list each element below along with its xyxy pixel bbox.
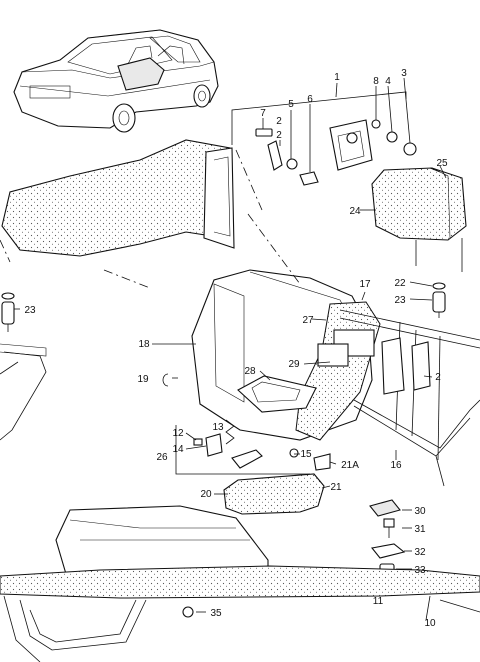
seatback-frame	[317, 309, 480, 487]
latch-hardware	[255, 77, 417, 186]
callout-label: 3	[401, 68, 407, 79]
callout-label: 2	[435, 372, 441, 383]
callout-label: 19	[137, 374, 149, 385]
callout-label: 17	[359, 279, 371, 290]
callout-label: 20	[200, 489, 212, 500]
car-illustration	[13, 29, 219, 133]
callout-label: 7	[260, 108, 266, 119]
callout-label: 18	[138, 339, 150, 350]
callout-label: 32	[414, 547, 426, 558]
callout-label: 10	[424, 618, 436, 629]
plug-parts-right	[432, 282, 446, 318]
right-hardware	[369, 499, 406, 577]
callout-label: 21A	[341, 460, 359, 471]
callout-label: 26	[156, 452, 168, 463]
callout-label: 14	[172, 444, 184, 455]
callout-label: 2	[276, 116, 282, 127]
callout-label: 30	[414, 506, 426, 517]
callout-label: 24	[349, 206, 361, 217]
callout-label: 35	[210, 608, 222, 619]
callout-label: 4	[385, 76, 391, 87]
leader-lines	[14, 167, 441, 613]
callout-label: 31	[414, 524, 426, 535]
callout-label: 25	[436, 158, 448, 169]
callout-label: 11	[373, 596, 384, 607]
armrest-cover	[1, 139, 235, 257]
armrest	[223, 473, 325, 515]
callout-label: 22	[394, 278, 406, 289]
callout-label: 23	[24, 305, 36, 316]
callout-label: 29	[288, 359, 300, 370]
callout-label: 27	[302, 315, 314, 326]
bracket-hardware	[175, 419, 331, 475]
callout-label: 15	[300, 449, 312, 460]
tray	[237, 375, 317, 413]
headrest	[371, 165, 467, 272]
plug-parts-left	[1, 292, 15, 332]
callout-label: 21	[330, 482, 342, 493]
callout-label: 12	[172, 428, 184, 439]
frame-bottom	[3, 595, 480, 662]
callout-label: 1	[334, 72, 340, 83]
callout-label: 23	[394, 295, 406, 306]
callout-label: 28	[244, 366, 256, 377]
callout-label: 6	[307, 94, 313, 105]
callout-label: 16	[390, 460, 402, 471]
frame-left	[0, 343, 47, 441]
clip-19	[162, 373, 169, 387]
assembly-lines	[0, 149, 301, 289]
callout-label: 33	[414, 565, 426, 576]
callout-label: 5	[288, 99, 294, 110]
callout-labels: 1 2 3 4 5 6 7 8 2 25 24 22 23 23 17 27 1…	[24, 68, 448, 629]
seat-cushion	[0, 505, 480, 599]
callout-label: 2	[276, 130, 282, 141]
callout-label: 8	[373, 76, 379, 87]
callout-label: 13	[212, 422, 224, 433]
